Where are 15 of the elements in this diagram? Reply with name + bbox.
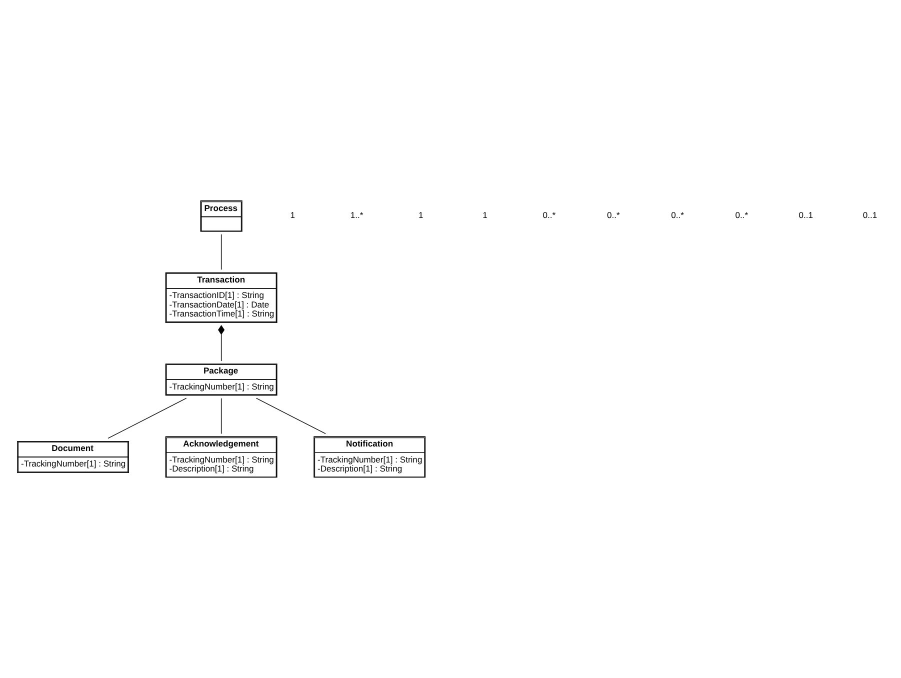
connector [218, 325, 225, 362]
label: 1 [418, 210, 424, 220]
label: 0..* [735, 210, 748, 220]
label: 0..* [542, 210, 556, 220]
connector [220, 398, 222, 434]
connector [256, 398, 326, 434]
label: 0..* [606, 210, 620, 220]
label: 1 [290, 210, 295, 220]
connector [108, 398, 187, 439]
label: 0..1 [862, 210, 878, 220]
label: 1..* [350, 210, 364, 220]
label: 0..* [671, 210, 684, 220]
label: 1 [482, 210, 488, 220]
label: 0..1 [798, 210, 813, 220]
connector [220, 234, 222, 270]
